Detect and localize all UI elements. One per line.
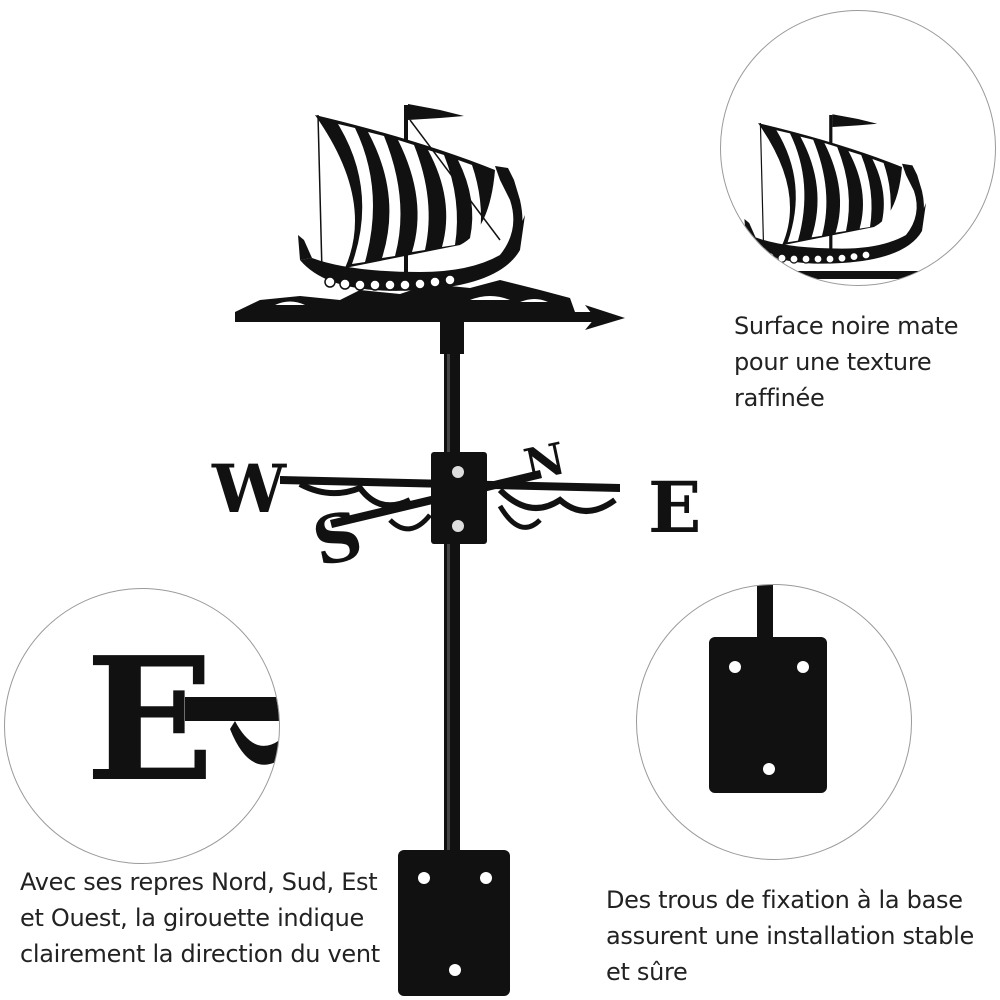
base-plate-detail-icon xyxy=(709,585,827,793)
pole xyxy=(444,320,460,880)
pole-highlight xyxy=(447,330,450,870)
pole-collar xyxy=(440,322,464,354)
caption-line: Avec ses repres Nord, Sud, Est xyxy=(20,868,378,896)
detail-circle-base xyxy=(636,584,912,860)
caption-mounting: Des trous de fixation à la base assurent… xyxy=(606,882,974,990)
letter-west: W xyxy=(211,450,287,528)
screw-bottom xyxy=(452,520,464,532)
letter-east: E xyxy=(648,466,701,549)
caption-line: pour une texture xyxy=(734,348,932,376)
caption-line: assurent une installation stable xyxy=(606,922,974,950)
caption-line: et sûre xyxy=(606,958,688,986)
viking-ship-icon xyxy=(235,104,625,330)
caption-line: Surface noire mate xyxy=(734,312,959,340)
letter-e-detail-icon: E xyxy=(85,620,279,820)
caption-line: et Ouest, la girouette indique xyxy=(20,904,364,932)
compass-hub xyxy=(431,452,487,544)
letter-south: S xyxy=(306,496,369,582)
detail-circle-letter: E xyxy=(4,588,280,864)
detail-circle-ship xyxy=(720,10,996,286)
caption-directions: Avec ses repres Nord, Sud, Est et Ouest,… xyxy=(20,864,380,972)
screw-top xyxy=(452,466,464,478)
caption-surface: Surface noire mate pour une texture raff… xyxy=(734,308,959,416)
viking-ship-detail-icon xyxy=(738,114,954,279)
caption-line: clairement la direction du vent xyxy=(20,940,380,968)
caption-line: Des trous de fixation à la base xyxy=(606,886,963,914)
base-plate xyxy=(398,850,510,996)
caption-line: raffinée xyxy=(734,384,825,412)
